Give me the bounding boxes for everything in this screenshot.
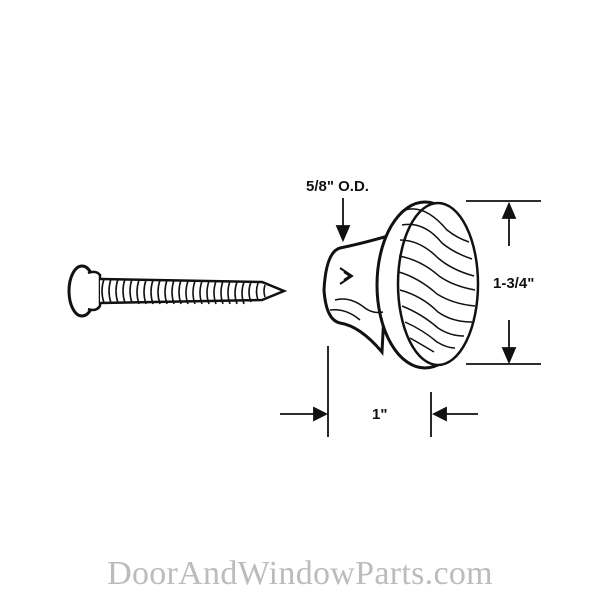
knob-drawing <box>322 200 480 370</box>
screw-drawing <box>67 264 288 318</box>
dimension-lines <box>280 198 541 437</box>
dimension-diameter: 1-3/4" <box>493 275 535 292</box>
dimension-stem-od: 5/8" O.D. <box>306 178 369 195</box>
dimension-projection: 1" <box>372 406 388 423</box>
watermark-text: DoorAndWindowParts.com <box>107 555 493 592</box>
